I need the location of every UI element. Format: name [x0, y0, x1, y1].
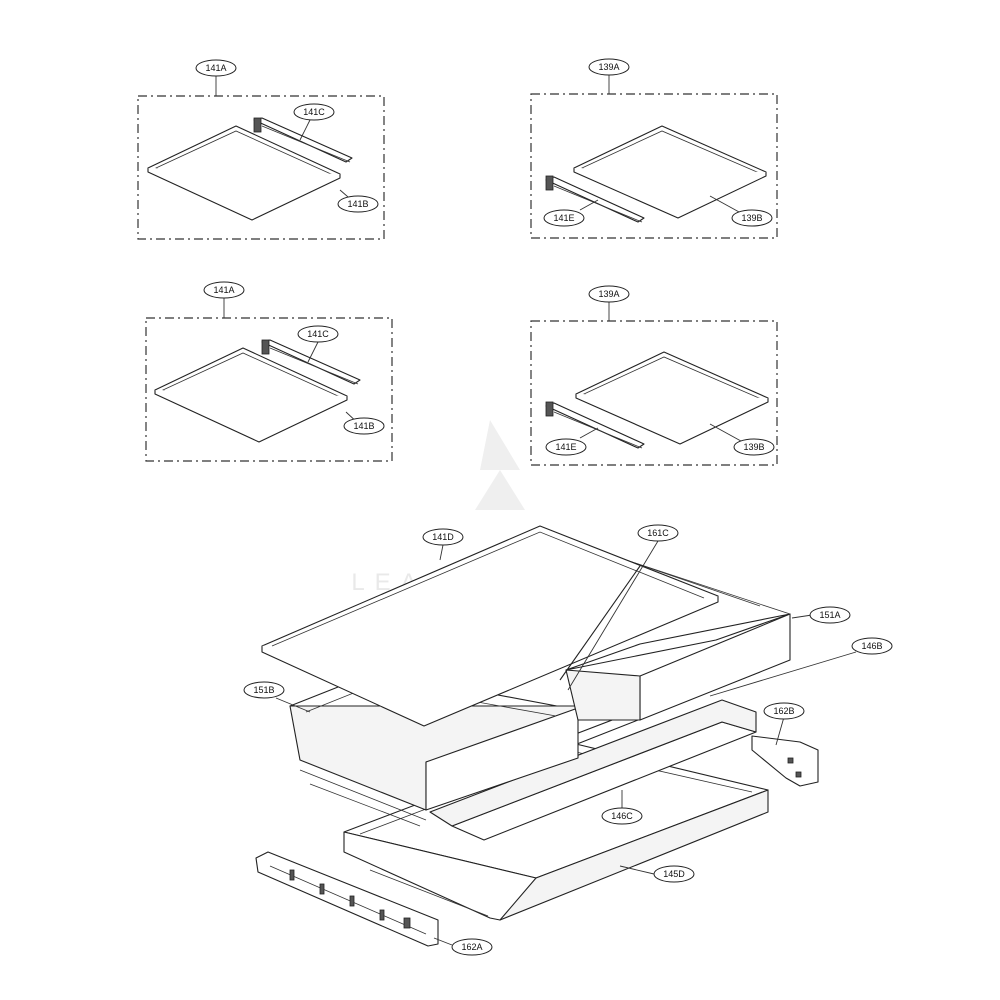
- crisper-drawer-assembly: [255, 525, 819, 947]
- label-151a: 151A: [819, 610, 840, 620]
- label-141a: 141A: [213, 285, 234, 295]
- divider-161c: [559, 565, 641, 681]
- callout-141b-top: 141B: [337, 195, 379, 213]
- callout-141c-bottom: 141C: [297, 325, 339, 343]
- callout-162b: 162B: [763, 702, 805, 720]
- callout-141a-top: 141A: [195, 59, 237, 77]
- label-162b: 162B: [773, 706, 794, 716]
- shelf-assembly-139a-top: [530, 93, 778, 239]
- callout-139a-bottom: 139A: [588, 285, 630, 303]
- label-141a: 141A: [205, 63, 226, 73]
- label-139a: 139A: [598, 62, 619, 72]
- callout-141a-bottom: 141A: [203, 281, 245, 299]
- callout-145d: 145D: [653, 865, 695, 883]
- shelf-assembly-139a-bottom: [530, 320, 778, 466]
- shelf-assembly-141a-bottom: [145, 317, 393, 462]
- label-141c: 141C: [303, 107, 325, 117]
- callout-141d: 141D: [422, 528, 464, 546]
- label-141c: 141C: [307, 329, 329, 339]
- callout-139a-top: 139A: [588, 58, 630, 76]
- assembly-outline: [530, 93, 778, 239]
- callout-161c: 161C: [637, 524, 679, 542]
- label-151b: 151B: [253, 685, 274, 695]
- label-139b: 139B: [743, 442, 764, 452]
- assembly-outline: [530, 320, 778, 466]
- label-139a: 139A: [598, 289, 619, 299]
- label-141b: 141B: [347, 199, 368, 209]
- callout-139b-bottom: 139B: [733, 438, 775, 456]
- callout-139b-top: 139B: [731, 209, 773, 227]
- callout-146b: 146B: [851, 637, 893, 655]
- leader-lines: [215, 75, 857, 946]
- label-141b: 141B: [353, 421, 374, 431]
- assembly-outline: [145, 317, 393, 462]
- label-146b: 146B: [861, 641, 882, 651]
- callout-141e-top: 141E: [543, 209, 585, 227]
- label-145d: 145D: [663, 869, 685, 879]
- front-rail-162a: [255, 851, 439, 947]
- bracket-162b: [751, 735, 819, 787]
- label-162a: 162A: [461, 942, 482, 952]
- shelf-assembly-141a-top: [137, 95, 385, 240]
- label-161c: 161C: [647, 528, 669, 538]
- callout-141b-bottom: 141B: [343, 417, 385, 435]
- callout-151a: 151A: [809, 606, 851, 624]
- callout-141e-bottom: 141E: [545, 438, 587, 456]
- callout-151b: 151B: [243, 681, 285, 699]
- label-141e: 141E: [555, 442, 576, 452]
- assembly-outline: [137, 95, 385, 240]
- label-146c: 146C: [611, 811, 633, 821]
- callout-162a: 162A: [451, 938, 493, 956]
- label-141e: 141E: [553, 213, 574, 223]
- callout-141c-top: 141C: [293, 103, 335, 121]
- label-139b: 139B: [741, 213, 762, 223]
- callout-146c: 146C: [601, 807, 643, 825]
- label-141d: 141D: [432, 532, 454, 542]
